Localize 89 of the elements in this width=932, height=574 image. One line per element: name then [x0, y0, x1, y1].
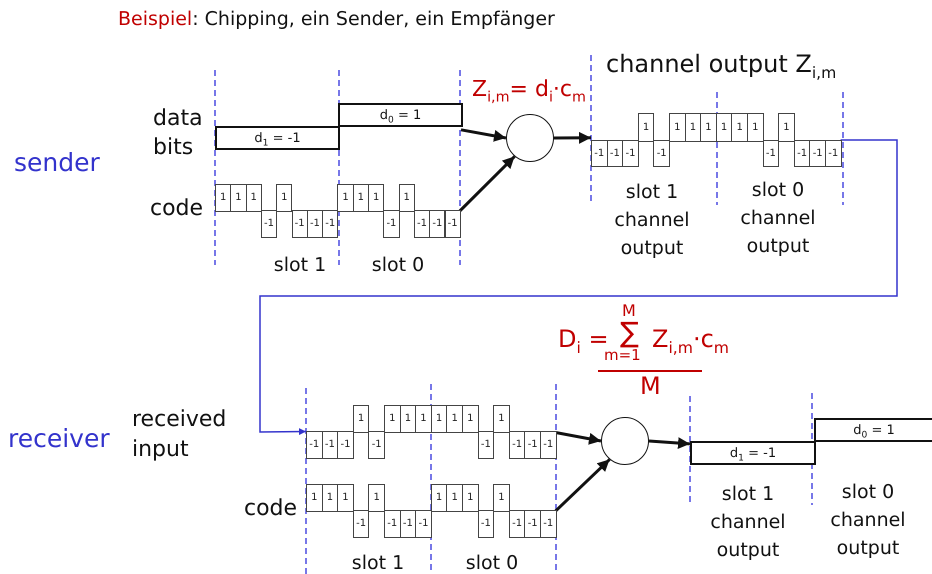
data-bit-bar: d$_{1}$ = -1	[690, 441, 816, 465]
chip-cell: 1	[446, 484, 463, 512]
chip-cell: 1	[638, 113, 654, 142]
chip-cell: 1	[246, 184, 262, 212]
label-text: slot 0 channel output	[739, 178, 817, 259]
formula-text: M	[622, 302, 636, 320]
label-text: slot 1	[272, 254, 328, 277]
chip-cell: -1	[809, 140, 826, 167]
chip-cell: -1	[383, 210, 400, 238]
chip-cell: -1	[508, 431, 526, 459]
chip-cell: -1	[508, 510, 526, 538]
chip-cell: -1	[622, 140, 639, 167]
chip-cell: -1	[540, 431, 557, 459]
chip-cell: -1	[444, 210, 461, 238]
arrow	[554, 458, 611, 512]
arrow	[458, 155, 516, 212]
chip-cell: -1	[337, 431, 354, 459]
chip-cell: -1	[352, 510, 370, 538]
label-text: sender	[14, 148, 100, 178]
chip-cell: 1	[700, 113, 717, 142]
label-text: code	[150, 196, 204, 222]
multiplier-circle	[601, 417, 649, 465]
multiplier-circle	[506, 114, 554, 162]
chip-cell: 1	[778, 113, 795, 142]
chip-cell: 1	[306, 484, 323, 512]
chip-cell: -1	[762, 140, 780, 167]
chip-cell: -1	[825, 140, 842, 167]
chip-cell: 1	[384, 405, 401, 433]
chip-cell: 1	[368, 484, 385, 512]
arrow	[554, 132, 592, 144]
chip-cell: -1	[524, 510, 541, 538]
chip-cell: 1	[462, 484, 479, 512]
chip-cell: 1	[430, 484, 448, 512]
chip-cell: 1	[493, 405, 510, 433]
data-bit-bar: d$_{1}$ = -1	[215, 126, 340, 150]
label-text: code	[244, 496, 298, 522]
chip-cell: 1	[352, 405, 370, 433]
chip-cell: 1	[276, 184, 292, 212]
chip-cell: 1	[446, 405, 463, 433]
chip-cell: 1	[669, 113, 686, 142]
arrow	[555, 431, 602, 445]
chip-cell: -1	[591, 140, 608, 167]
chip-cell: -1	[306, 431, 323, 459]
formula-text: Z$_{i,m}$= d$_{i}$·c$_{m}$	[472, 78, 586, 106]
label-text: slot 0	[370, 254, 426, 277]
arrow	[460, 128, 506, 142]
chip-cell: 1	[398, 184, 415, 212]
arrow	[648, 437, 690, 450]
chip-cell: -1	[415, 510, 432, 538]
chip-cell: -1	[368, 431, 385, 459]
data-bit-bar: d$_{0}$ = 1	[338, 103, 463, 127]
data-bit-bar: d$_{0}$ = 1	[814, 418, 932, 442]
arrow	[259, 139, 898, 436]
chip-cell: 1	[215, 184, 232, 212]
label-text: slot 0	[464, 552, 520, 574]
label-text: received input	[132, 406, 228, 464]
chip-cell: 1	[368, 184, 384, 212]
chip-cell: -1	[794, 140, 810, 167]
chip-cell: -1	[322, 210, 338, 238]
chip-cell: -1	[260, 210, 278, 238]
chip-cell: 1	[337, 484, 354, 512]
label-text: receiver	[8, 424, 110, 454]
chip-cell: 1	[352, 184, 369, 212]
chip-cell: 1	[462, 405, 479, 433]
chip-cell: -1	[414, 210, 430, 238]
chip-cell: 1	[415, 405, 432, 433]
label-text: data bits	[153, 105, 204, 162]
chip-cell: -1	[524, 431, 541, 459]
chip-cell: -1	[292, 210, 308, 238]
chip-cell: 1	[230, 184, 247, 212]
chip-cell: -1	[384, 510, 401, 538]
chip-cell: -1	[653, 140, 670, 167]
chip-cell: 1	[493, 484, 510, 512]
formula-text: Z$_{i,m}$·c$_{m}$	[652, 326, 729, 357]
chip-cell: -1	[478, 431, 494, 459]
label-text: slot 1 channel output	[613, 180, 691, 261]
chip-cell: 1	[337, 184, 354, 212]
label-text: slot 0 channel output	[829, 480, 907, 561]
chip-cell: -1	[540, 510, 557, 538]
chip-cell: -1	[429, 210, 446, 238]
chip-cell: -1	[478, 510, 494, 538]
label-text: slot 1 channel output	[709, 482, 787, 563]
label-text: slot 1	[350, 552, 406, 574]
formula-text: ∑	[620, 318, 639, 349]
chip-cell: 1	[747, 113, 764, 142]
title: Beispiel: Chipping, ein Sender, ein Empfänger	[118, 8, 555, 30]
label-text: channel output Z$_{i,m}$	[606, 50, 836, 84]
chip-cell: 1	[731, 113, 748, 142]
formula-text: M	[640, 373, 661, 400]
